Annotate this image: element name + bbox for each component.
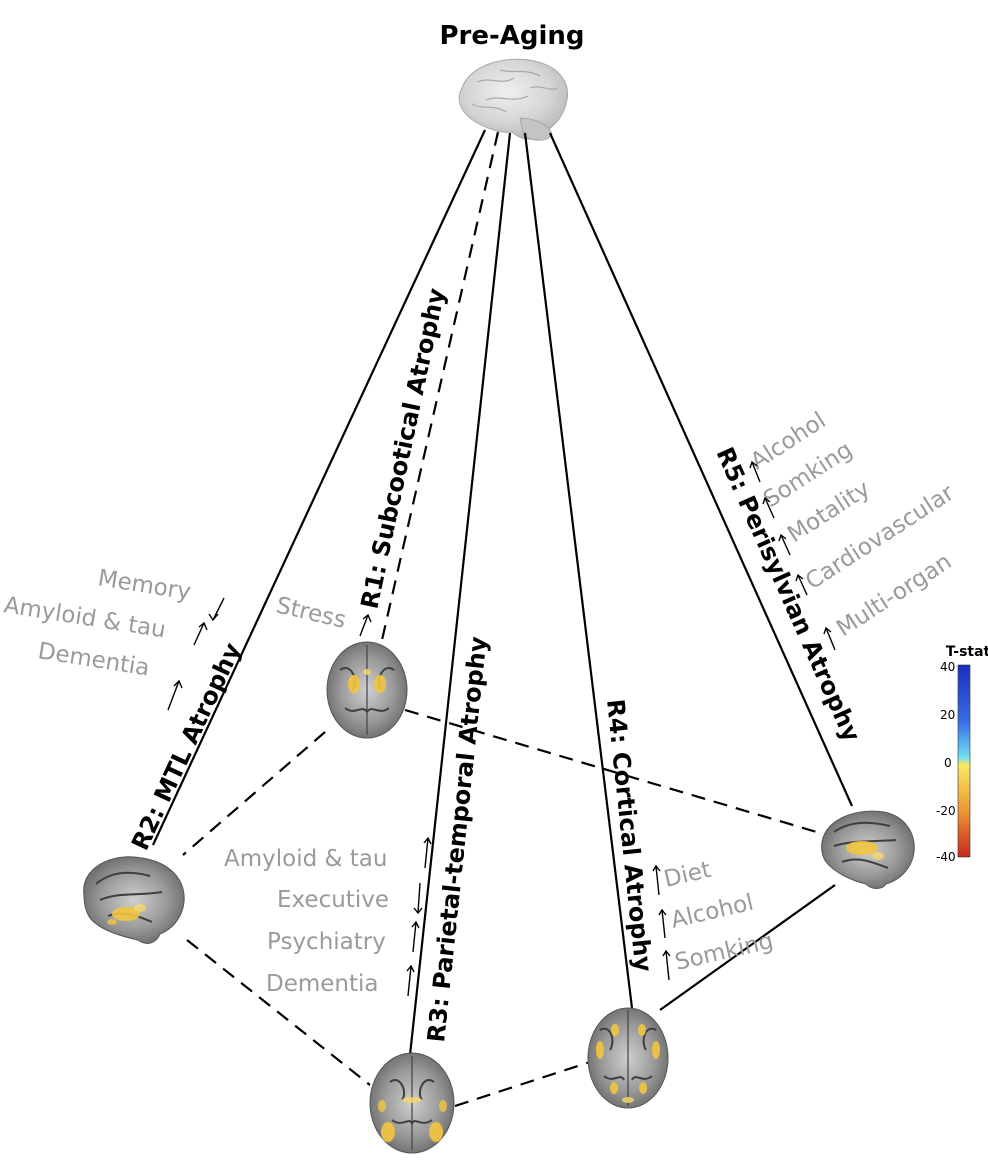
colorbar-tick-neg20: -20 [936, 804, 956, 818]
pre-aging-brain-image [459, 59, 567, 140]
r2-assoc-amyloid-tau: Amyloid & tau [2, 592, 168, 643]
r5-associations: Alcohol Somking Motality Cardiovascular … [746, 408, 959, 650]
colorbar-tick-0: 0 [944, 756, 952, 770]
r4-assoc-somking: Somking [673, 928, 776, 976]
colorbar-tick-40: 40 [940, 660, 955, 674]
axis-label-r1: R1: Subcootical Atrophy [355, 285, 450, 611]
r1-assoc-stress: Stress [274, 593, 349, 634]
r3-assoc-executive: Executive [277, 887, 389, 913]
brain-slice-r1 [327, 642, 407, 738]
r4-assoc-diet: Diet [662, 857, 714, 893]
r4-associations: Diet Alcohol Somking [653, 857, 776, 980]
colorbar-title: T-stat [946, 644, 988, 660]
colorbar-tick-neg40: -40 [936, 850, 956, 864]
r3-assoc-dementia: Dementia [266, 971, 379, 997]
tstat-colorbar: T-stat 40 20 0 -20 -40 [936, 644, 988, 864]
diagram-title: Pre-Aging [439, 21, 584, 51]
r3-assoc-psychiatry: Psychiatry [267, 929, 386, 955]
r2-assoc-dementia: Dementia [36, 638, 151, 681]
r2-associations: Memory Amyloid & tau Dementia [2, 565, 224, 710]
r3-associations: Amyloid & tau Executive Psychiatry Demen… [224, 838, 431, 997]
axis-label-r4: R4: Cortical Atrophy [601, 698, 658, 974]
colorbar-gradient [958, 665, 970, 857]
brain-slice-r4 [588, 1008, 668, 1108]
r3-assoc-amyloid-tau: Amyloid & tau [224, 846, 387, 872]
brain-slice-r3 [370, 1053, 454, 1153]
colorbar-tick-20: 20 [940, 708, 955, 722]
brain-slice-r5 [822, 811, 915, 888]
r4-assoc-alcohol: Alcohol [669, 890, 757, 934]
r2-assoc-memory: Memory [96, 565, 192, 605]
brain-slice-r2 [84, 857, 184, 944]
